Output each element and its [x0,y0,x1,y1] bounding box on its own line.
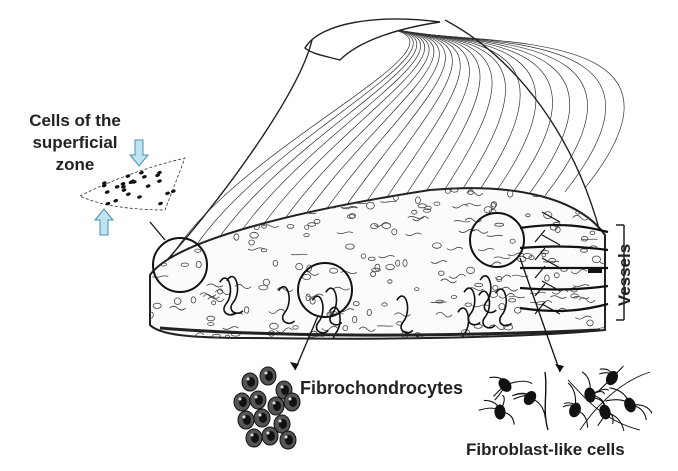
compression-arrow-bottom [95,209,113,235]
superficial-zone-label: Cells of the superficial zone [10,110,140,176]
superficial-label-line-3: zone [10,154,140,176]
fibrochondrocyte-cells [234,367,300,449]
superficial-label-line-1: Cells of the [10,110,140,132]
fibroblast-like-cells-label: Fibroblast-like cells [466,440,625,460]
vessels-label: Vessels [615,230,635,320]
fibrochondrocytes-label: Fibrochondrocytes [300,378,463,399]
superficial-label-line-2: superficial [10,132,140,154]
fibroblast-like-cells-drawing [479,366,652,431]
superficial-leader-line [150,222,165,240]
meniscus-body [149,188,616,345]
